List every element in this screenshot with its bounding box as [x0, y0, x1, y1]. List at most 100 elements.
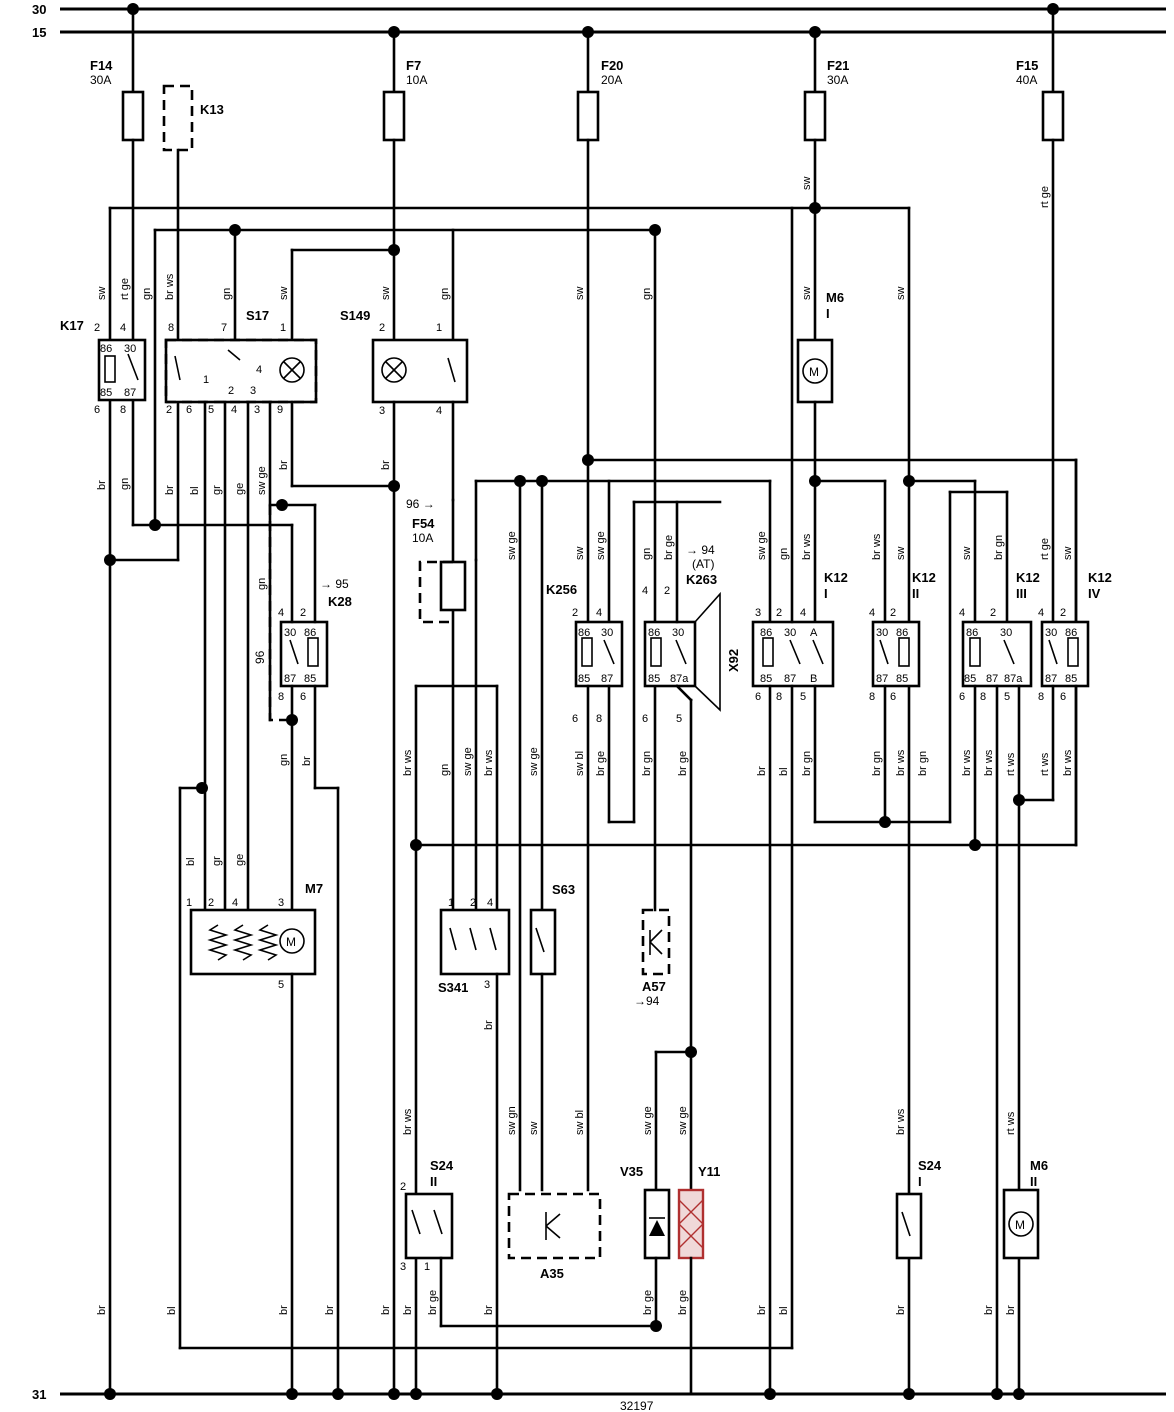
svg-text:86: 86: [304, 627, 316, 639]
svg-text:30: 30: [124, 343, 136, 355]
svg-text:ge: ge: [234, 483, 246, 495]
k28-dash-ref: 96: [253, 650, 267, 664]
m6-ii-sub: II: [1030, 1174, 1037, 1189]
switch-s149: S149 2 1 3 4: [340, 308, 469, 1396]
svg-text:sw ge: sw ge: [506, 531, 518, 560]
k12-iii-label: K12: [1016, 570, 1040, 585]
fuse-f14: F14 30A: [90, 7, 145, 142]
svg-text:1: 1: [186, 897, 192, 909]
svg-text:30: 30: [601, 627, 613, 639]
svg-text:8: 8: [869, 691, 875, 703]
svg-text:br ws: br ws: [895, 749, 907, 776]
svg-text:4: 4: [959, 607, 965, 619]
rail-31-label: 31: [32, 1387, 46, 1402]
svg-text:gn: gn: [439, 764, 451, 776]
s24-i-sub: I: [918, 1174, 922, 1189]
ground-junctions: [104, 558, 1025, 1400]
transistor-a57: A57 →94: [634, 908, 671, 1008]
solenoid-y11: Y11: [677, 1164, 720, 1396]
svg-text:3: 3: [379, 405, 385, 417]
svg-text:br ws: br ws: [402, 749, 414, 776]
svg-text:br: br: [301, 756, 313, 766]
svg-text:1: 1: [448, 897, 454, 909]
svg-text:2: 2: [166, 404, 172, 416]
relay-k12-iii: K12 III 4 2 86 30 85 87 87a 6 8 5: [959, 570, 1040, 1396]
svg-text:8: 8: [596, 713, 602, 725]
fuse-f20-name: F20: [601, 58, 623, 73]
svg-text:gn: gn: [256, 578, 268, 590]
svg-text:3: 3: [484, 979, 490, 991]
fuse-f15-name: F15: [1016, 58, 1038, 73]
svg-text:sw bl: sw bl: [574, 1110, 586, 1135]
svg-text:6: 6: [755, 691, 761, 703]
svg-text:87: 87: [284, 673, 296, 685]
svg-text:sw: sw: [380, 287, 392, 301]
top-feed-wires: [108, 3, 1059, 1396]
svg-text:6: 6: [890, 691, 896, 703]
svg-text:gn: gn: [439, 288, 451, 300]
svg-text:rt ws: rt ws: [1039, 752, 1051, 776]
svg-text:30: 30: [1000, 627, 1012, 639]
svg-text:2: 2: [379, 322, 385, 334]
svg-text:1: 1: [436, 322, 442, 334]
switch-s24-i: S24 I: [895, 1158, 942, 1260]
svg-text:2: 2: [890, 607, 896, 619]
s341-label: S341: [438, 980, 468, 995]
svg-text:8: 8: [120, 404, 126, 416]
svg-text:86: 86: [648, 627, 660, 639]
svg-text:br: br: [96, 1305, 108, 1315]
svg-text:3: 3: [278, 897, 284, 909]
svg-text:7: 7: [221, 322, 227, 334]
s24-i-label: S24: [918, 1158, 942, 1173]
svg-text:2: 2: [572, 607, 578, 619]
svg-text:2: 2: [470, 897, 476, 909]
drawing-number: 32197: [620, 1399, 654, 1412]
svg-text:6: 6: [94, 404, 100, 416]
svg-text:br: br: [278, 460, 290, 470]
k28-label: K28: [328, 594, 352, 609]
svg-text:br ws: br ws: [871, 533, 883, 560]
svg-text:br ge: br ge: [595, 751, 607, 776]
svg-text:A: A: [810, 627, 818, 639]
k12-iv-label: K12: [1088, 570, 1112, 585]
svg-text:85: 85: [964, 673, 976, 685]
svg-text:br: br: [483, 1305, 495, 1315]
svg-text:2: 2: [664, 585, 670, 597]
svg-text:sw: sw: [574, 547, 586, 561]
svg-text:4: 4: [1038, 607, 1044, 619]
svg-text:br ws: br ws: [895, 1108, 907, 1135]
k17-label: K17: [60, 318, 84, 333]
svg-text:sw ge: sw ge: [595, 531, 607, 560]
relay-k17: K17 2 4 86 30 85 87 6 8: [60, 318, 294, 566]
motor-m7: M M7 1 2 4 3 5: [186, 881, 323, 1396]
svg-text:rt ge: rt ge: [119, 278, 131, 300]
svg-text:3: 3: [254, 404, 260, 416]
fuse-f21-name: F21: [827, 58, 849, 73]
s24-ii-sub: II: [430, 1174, 437, 1189]
svg-text:gn: gn: [778, 548, 790, 560]
svg-text:8: 8: [168, 322, 174, 334]
fuse-f21-rating: 30A: [827, 73, 848, 87]
relay-k12-iv: K12 IV 4 2 30 86 87 85 8 6: [1013, 458, 1112, 847]
svg-text:sw: sw: [801, 177, 813, 191]
svg-text:bl: bl: [778, 767, 790, 776]
svg-text:M: M: [286, 935, 296, 949]
svg-text:sw ge: sw ge: [677, 1106, 689, 1135]
diode-v35: V35: [620, 1164, 671, 1328]
svg-text:br: br: [278, 1305, 290, 1315]
svg-text:br: br: [380, 460, 392, 470]
svg-text:87: 87: [601, 673, 613, 685]
svg-text:bl: bl: [189, 486, 201, 495]
fuse-f54-rating: 10A: [412, 531, 433, 545]
fuse-f54-name: F54: [412, 516, 435, 531]
relay-k12-i: K12 I 3 2 4 86 30 A 85 87 B 6 8 5: [751, 206, 952, 1396]
svg-text:sw: sw: [801, 287, 813, 301]
k263-ref: → 94: [686, 543, 715, 557]
a57-label: A57: [642, 979, 666, 994]
svg-text:sw: sw: [278, 287, 290, 301]
svg-text:85: 85: [760, 673, 772, 685]
svg-text:85: 85: [896, 673, 908, 685]
svg-text:br: br: [380, 1305, 392, 1315]
svg-text:br: br: [96, 480, 108, 490]
relay-k12-ii: K12 II 4 2 30 86 87 85 8 6: [869, 570, 936, 828]
